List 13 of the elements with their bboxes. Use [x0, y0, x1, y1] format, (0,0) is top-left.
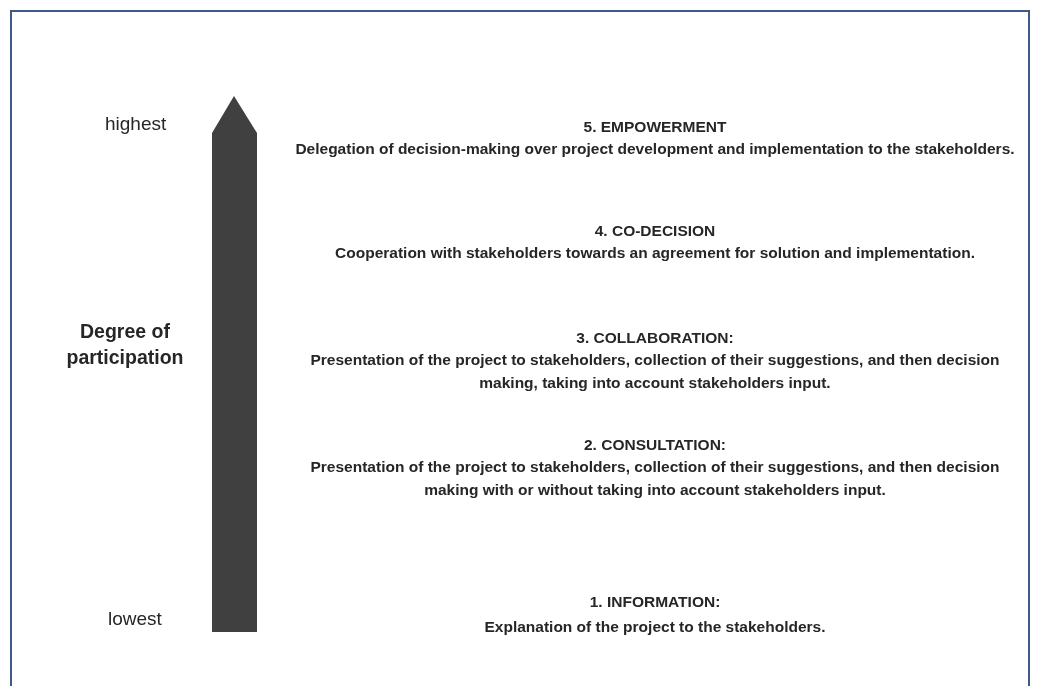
level-heading: 2. CONSULTATION:: [582, 435, 728, 455]
level-description: Cooperation with stakeholders towards an agreement for solution and implementation.: [334, 243, 976, 263]
scale-label: highest: [105, 113, 168, 136]
level-heading: 4. CO-DECISION: [593, 221, 717, 241]
level-heading: 3. COLLABORATION:: [575, 328, 735, 348]
level-description: Explanation of the project to the stakeholders.: [483, 617, 827, 637]
axis-title: Degree of participation: [65, 319, 185, 370]
level-description: Presentation of the project to stakeholders, collection of their suggestions, and then decision making with or without taking into account stakeholders input.: [309, 457, 1001, 500]
level-heading: 1. INFORMATION:: [588, 592, 722, 612]
level-heading: 5. EMPOWERMENT: [582, 117, 728, 137]
level-description: Delegation of decision-making over project development and implementation to the stakeholders.: [294, 139, 1016, 159]
level-description: Presentation of the project to stakeholders, collection of their suggestions, and then decision making, taking into account stakeholders input.: [309, 350, 1001, 393]
scale-label: lowest: [108, 608, 163, 631]
